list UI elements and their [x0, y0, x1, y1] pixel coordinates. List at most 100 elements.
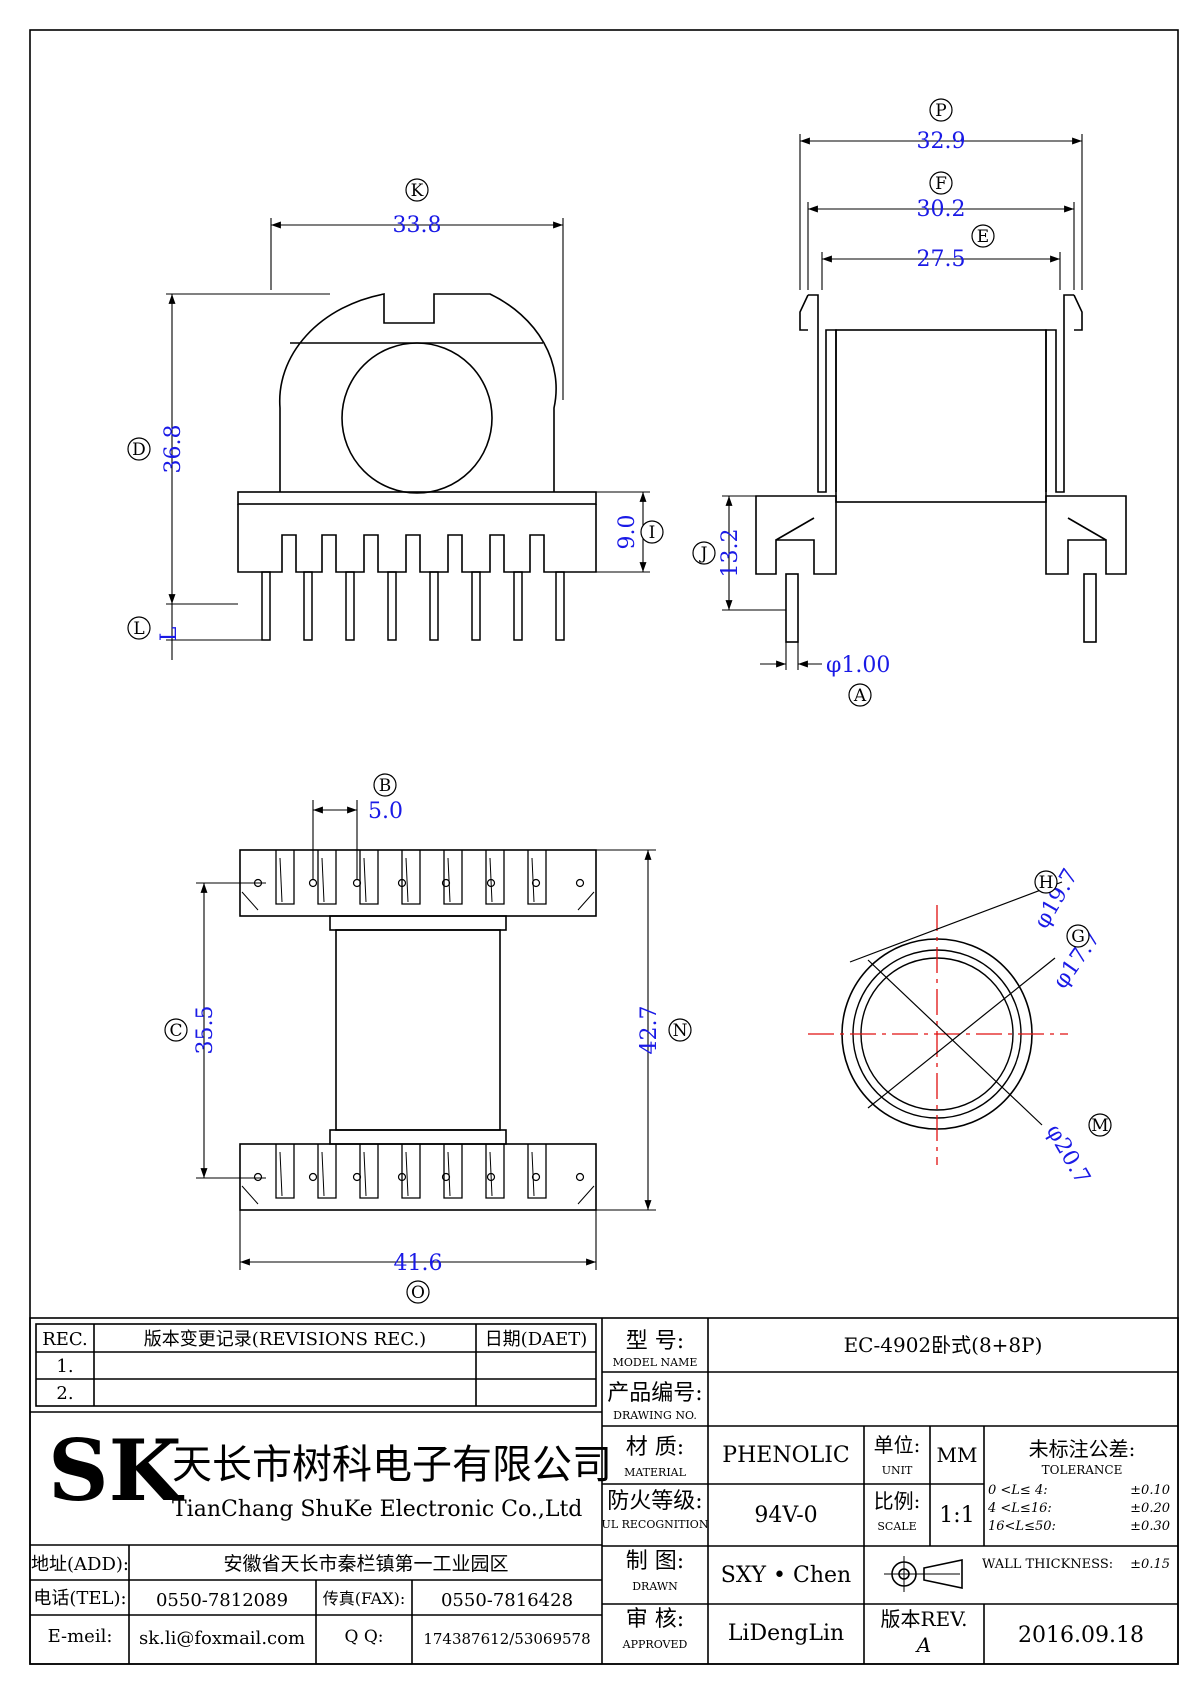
qq-value: 174387612/53069578 [423, 1630, 590, 1648]
top-pin-hole-upper-4 [397, 878, 407, 888]
front-pin-4 [387, 571, 397, 641]
top-slot-edge-lower-5 [447, 1151, 451, 1197]
tolerance-range-4: WALL THICKNESS: [982, 1557, 1113, 1572]
top-pin-hole-lower-3 [352, 1172, 362, 1182]
top-slot-edge-upper-1 [279, 857, 283, 903]
dim-e-value: 27.5 [917, 247, 966, 272]
qq-label: Q Q: [344, 1627, 383, 1647]
email-label: E-meil: [48, 1626, 113, 1647]
leader-m [867, 959, 1043, 1126]
model-value: EC-4902卧式(8+8P) [844, 1333, 1043, 1357]
dim-o-value: 41.6 [394, 1251, 443, 1276]
drawn-label-en: DRAWN [632, 1580, 678, 1593]
dim-i-value: 9.0 [615, 515, 640, 550]
tel-value: 0550-7812089 [156, 1590, 288, 1611]
ref-marker-m: M [1088, 1113, 1112, 1137]
dim-a-value: φ1.00 [826, 653, 890, 678]
top-pin-hole-lower-5 [441, 1172, 451, 1182]
front-pin-3 [345, 571, 355, 641]
unit-label-en: UNIT [882, 1464, 913, 1477]
front-dome-outline [278, 293, 557, 492]
side-base-right [1045, 495, 1127, 575]
side-flange-left [808, 294, 837, 493]
top-pin-hole-upper-6 [486, 878, 496, 888]
unit-value: MM [937, 1443, 978, 1467]
leader-g [867, 957, 1056, 1109]
ref-marker-g: G [1066, 924, 1090, 948]
rev-row-1: 1. [56, 1356, 73, 1377]
address-label: 地址(ADD): [31, 1554, 129, 1575]
front-flange-top [237, 491, 597, 505]
ref-c-label: C [169, 1021, 182, 1041]
rev-date-header: 日期(DAET) [485, 1329, 588, 1350]
top-pin-hole-lower-2 [308, 1172, 318, 1182]
tolerance-value-4: ±0.15 [1130, 1557, 1170, 1572]
tolerance-value-1: ±0.10 [1130, 1483, 1170, 1498]
drawing-no-label-en: DRAWING NO. [613, 1409, 697, 1422]
dimension-lines [166, 134, 1083, 1270]
fire-label: 防火等级: [607, 1489, 702, 1514]
side-pin-left [785, 573, 799, 643]
top-collar-upper [329, 915, 507, 931]
unit-label: 单位: [874, 1433, 921, 1457]
dim-b-value: 5.0 [368, 799, 403, 824]
top-slot-edge-upper-5 [447, 857, 451, 903]
top-slot-upper-4 [401, 850, 421, 905]
top-slot-lower-1 [275, 1144, 295, 1199]
material-label-en: MATERIAL [624, 1466, 687, 1479]
ref-f-label: F [935, 174, 947, 194]
approved-label: 审 核: [626, 1607, 684, 1632]
front-base [237, 504, 597, 573]
top-slot-lower-7 [527, 1144, 547, 1199]
top-chamfer-left-lower [241, 1185, 259, 1205]
dim-d-value: 36.8 [161, 425, 186, 474]
front-pin-6 [471, 571, 481, 641]
dim-k-value: 33.8 [393, 213, 442, 238]
tolerance-range-2: 4 <L≤16: [987, 1501, 1052, 1516]
drawn-label: 制 图: [626, 1549, 684, 1574]
top-pin-hole-upper-2 [308, 878, 318, 888]
top-slots [241, 850, 595, 1205]
side-flange-right-tip [1073, 294, 1083, 331]
rev-desc-header: 版本变更记录(REVISIONS REC.) [144, 1329, 426, 1350]
top-pin-hole-upper-5 [441, 878, 451, 888]
top-collar-lower [329, 1129, 507, 1145]
front-pin-8 [555, 571, 565, 641]
logo-sk: SK [48, 1421, 185, 1520]
top-slot-edge-lower-2 [321, 1151, 325, 1197]
top-pin-hole-lower-6 [486, 1172, 496, 1182]
dim-p-value: 32.9 [917, 129, 966, 154]
front-pin-2 [303, 571, 313, 641]
drawn-value: SXY • Chen [721, 1563, 851, 1588]
ref-marker-i: I [640, 520, 664, 544]
circle-view [808, 881, 1068, 1165]
front-pin-7 [513, 571, 523, 641]
top-slot-upper-7 [527, 850, 547, 905]
top-slot-edge-upper-2 [321, 857, 325, 903]
tolerance-title: 未标注公差: [1029, 1437, 1136, 1461]
dim-f-value: 30.2 [917, 197, 966, 222]
ref-b-label: B [379, 776, 392, 796]
scale-value: 1:1 [939, 1503, 974, 1528]
side-pin-right [1083, 573, 1097, 643]
top-slot-lower-5 [443, 1144, 463, 1199]
ref-marker-c: C [164, 1018, 188, 1042]
leader-h [849, 881, 1063, 963]
top-tube [335, 929, 501, 1131]
rev-row-2: 2. [56, 1383, 73, 1404]
top-slot-lower-2 [317, 1144, 337, 1199]
top-slot-edge-lower-4 [405, 1151, 409, 1197]
top-slot-lower-3 [359, 1144, 379, 1199]
scale-label: 比例: [874, 1489, 921, 1513]
company-name-en: TianChang ShuKe Electronic Co.,Ltd [172, 1497, 582, 1522]
email-value: sk.li@foxmail.com [139, 1628, 305, 1649]
side-base-right-diag [1067, 517, 1107, 541]
top-slot-upper-2 [317, 850, 337, 905]
top-pin-hole-lower-8 [575, 1172, 585, 1182]
ref-marker-l: L [127, 616, 151, 640]
side-base-left [755, 495, 837, 575]
dimension-values: 32.9 30.2 27.5 33.8 36.8 L 9.0 13.2 φ1.0… [157, 129, 1106, 1276]
material-value: PHENOLIC [722, 1443, 849, 1468]
approved-value: LiDengLin [728, 1621, 844, 1646]
